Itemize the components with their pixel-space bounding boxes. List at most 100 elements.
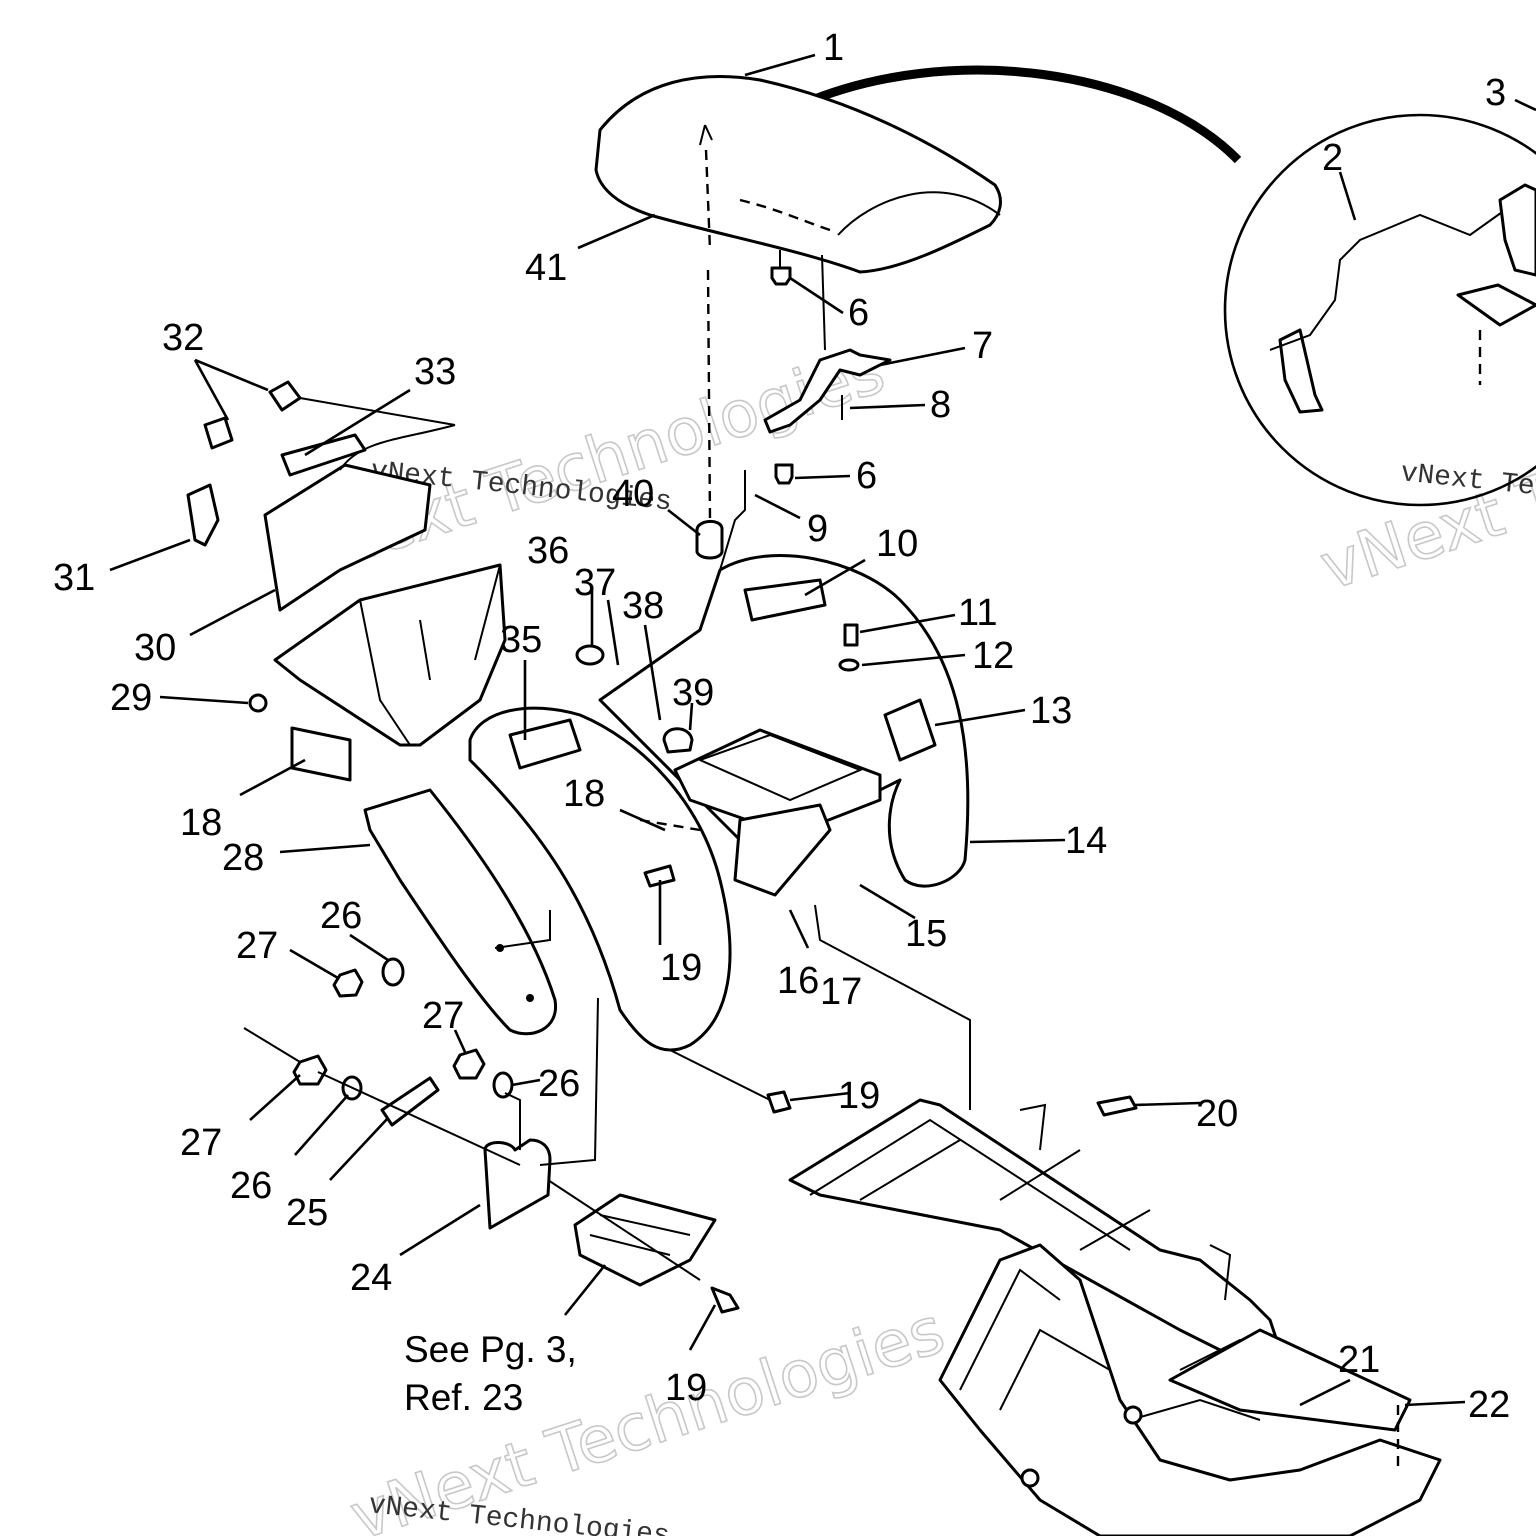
callout-3: 3 bbox=[1485, 72, 1506, 114]
washer-12 bbox=[838, 658, 860, 672]
leader-1 bbox=[744, 53, 816, 77]
leader-33 bbox=[304, 388, 411, 457]
leader-12 bbox=[861, 653, 966, 667]
tool-box-lid bbox=[697, 733, 863, 802]
detail-inset bbox=[798, 65, 1536, 507]
leader-19-bottom bbox=[688, 1304, 717, 1351]
seat-latch-rod bbox=[1269, 209, 1506, 351]
battery-box bbox=[273, 563, 507, 747]
leader-2 bbox=[1338, 171, 1357, 221]
callout-26: 26 bbox=[320, 895, 362, 937]
leader-8 bbox=[849, 403, 926, 410]
decal-18-left bbox=[290, 726, 352, 782]
leader-26a bbox=[349, 933, 389, 962]
note-line-2: Ref. 23 bbox=[404, 1377, 523, 1418]
callout-35: 35 bbox=[500, 619, 542, 661]
latch-15 bbox=[733, 803, 832, 897]
callout-19: 19 bbox=[838, 1075, 880, 1117]
callout-11: 11 bbox=[958, 592, 997, 634]
frame-hole bbox=[1020, 1468, 1040, 1488]
box-edges bbox=[359, 564, 501, 746]
knob-39 bbox=[662, 727, 694, 754]
callout-7: 7 bbox=[972, 325, 993, 367]
leader-guard bbox=[563, 1264, 607, 1316]
callout-10: 10 bbox=[876, 523, 918, 565]
seat-mark bbox=[699, 124, 713, 146]
frame bbox=[788, 1095, 1442, 1536]
leader bbox=[821, 254, 826, 351]
plate-25 bbox=[380, 1076, 440, 1127]
leader-29 bbox=[159, 695, 249, 705]
leader-32 bbox=[193, 358, 269, 421]
leader-11 bbox=[859, 613, 956, 634]
callout-18: 18 bbox=[180, 802, 222, 844]
leader-16 bbox=[788, 909, 810, 949]
fender-body-14 bbox=[598, 554, 970, 888]
clip-32b bbox=[268, 380, 302, 412]
callout-29: 29 bbox=[110, 677, 152, 719]
nut-6-upper bbox=[770, 266, 792, 286]
nut-29 bbox=[248, 693, 268, 713]
frame-tabs bbox=[1019, 1103, 1232, 1301]
leader-24 bbox=[399, 1203, 481, 1257]
callout-6: 6 bbox=[856, 455, 877, 497]
callout-1: 1 bbox=[823, 27, 844, 69]
detail-circle bbox=[1223, 113, 1536, 507]
rear-fender bbox=[575, 554, 970, 897]
callout-13: 13 bbox=[1030, 690, 1072, 732]
cable bbox=[339, 424, 456, 471]
callout-33: 33 bbox=[414, 351, 456, 393]
callout-17: 17 bbox=[820, 971, 862, 1013]
decal-10 bbox=[743, 578, 827, 622]
fasteners bbox=[243, 864, 971, 1314]
bolt-19-bottom bbox=[710, 1286, 740, 1314]
callout-31: 31 bbox=[53, 557, 95, 599]
seat-seam bbox=[739, 198, 831, 232]
assembly-lines bbox=[243, 997, 701, 1281]
decal-13 bbox=[883, 698, 937, 762]
frame-hole bbox=[1123, 1405, 1143, 1425]
callout-38: 38 bbox=[622, 585, 664, 627]
bracket-left bbox=[1278, 328, 1324, 414]
callout-24: 24 bbox=[350, 1257, 392, 1299]
callout-36: 36 bbox=[527, 530, 569, 572]
callout-39: 39 bbox=[672, 672, 714, 714]
hole bbox=[526, 994, 534, 1002]
callout-26: 26 bbox=[538, 1063, 580, 1105]
leader-14 bbox=[969, 838, 1066, 844]
leader-38 bbox=[643, 624, 662, 721]
callout-2: 2 bbox=[1322, 137, 1343, 179]
leader bbox=[706, 269, 712, 521]
leader-19-mid bbox=[789, 1091, 851, 1102]
callout-6: 6 bbox=[848, 292, 869, 334]
leader-25 bbox=[329, 1117, 389, 1181]
callout-27: 27 bbox=[180, 1122, 222, 1164]
grommet-40 bbox=[695, 520, 724, 560]
seat-cushion bbox=[594, 75, 1002, 274]
leader-31 bbox=[109, 538, 191, 572]
leader-37 bbox=[606, 599, 620, 666]
washer-26-a bbox=[381, 957, 405, 987]
callout-37: 37 bbox=[574, 562, 616, 604]
leader-10 bbox=[804, 558, 866, 597]
latch-plate bbox=[1456, 283, 1536, 327]
callout-30: 30 bbox=[134, 627, 176, 669]
assembly-lines bbox=[494, 904, 971, 1110]
seat-bracket-7 bbox=[763, 348, 892, 434]
footrest-guard bbox=[573, 1193, 717, 1287]
leader-7 bbox=[879, 346, 966, 367]
battery-area bbox=[186, 380, 507, 782]
callout-9: 9 bbox=[807, 508, 828, 550]
frame-lower bbox=[938, 1243, 1442, 1536]
clip-32a bbox=[203, 416, 234, 450]
leader-27c bbox=[249, 1074, 301, 1121]
leader-18-left bbox=[239, 758, 306, 797]
callout-15: 15 bbox=[905, 913, 947, 955]
callout-40: 40 bbox=[612, 473, 654, 515]
callout-21: 21 bbox=[1338, 1339, 1380, 1381]
callout-27: 27 bbox=[236, 925, 278, 967]
nut-27-a bbox=[332, 968, 364, 998]
decal-20 bbox=[1096, 1095, 1138, 1117]
seat-edge bbox=[837, 191, 1001, 236]
